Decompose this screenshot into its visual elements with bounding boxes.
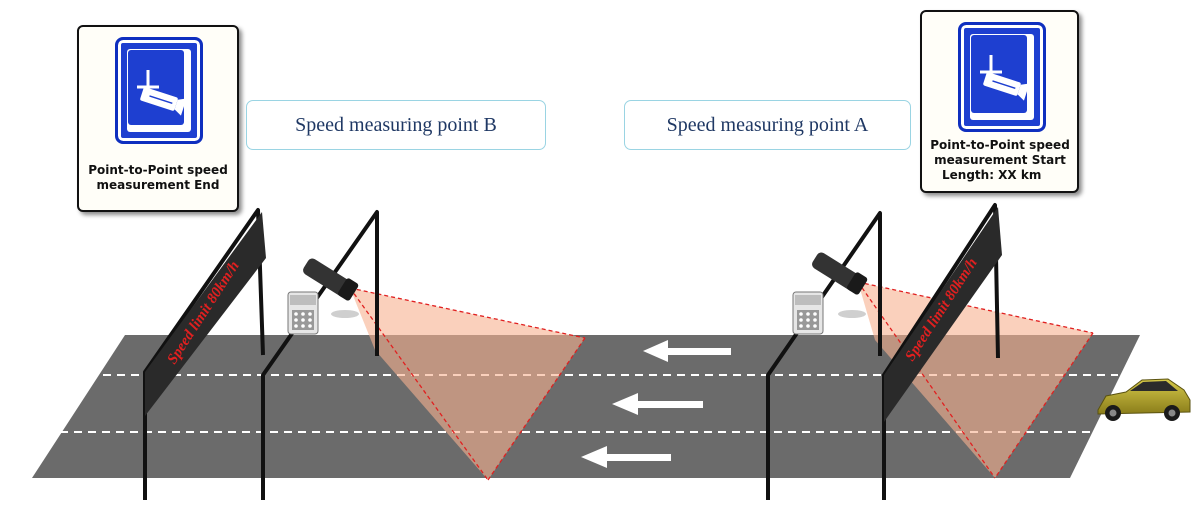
speed-camera-left: [303, 258, 359, 318]
direction-arrow-top: [643, 340, 731, 362]
label-point-a: Speed measuring point A: [624, 100, 911, 150]
road-surface: [32, 335, 1140, 478]
gantry-left-banner: [145, 212, 266, 416]
sign-end-caption: Point-to-Point speed measurement End: [83, 163, 233, 193]
direction-arrow-bottom: [581, 446, 671, 468]
gantry-left-frame: [143, 208, 265, 500]
direction-arrow-middle: [612, 393, 703, 415]
sign-start-line3: Length: XX km: [942, 168, 1042, 182]
detection-edge-b-near: [349, 287, 489, 481]
detection-edge-b-top: [349, 287, 586, 339]
detection-zone-point-b: [350, 288, 585, 480]
flash-unit-left: [287, 291, 319, 335]
flash-unit-right: [792, 291, 824, 335]
label-point-b: Speed measuring point B: [246, 100, 546, 150]
sign-start-line2: measurement Start: [934, 153, 1066, 167]
detection-edge-a-top: [857, 281, 1094, 334]
sign-end-blue-panel: [115, 37, 203, 144]
sign-measurement-start: Point-to-Point speed measurement Start L…: [920, 10, 1079, 193]
sign-end-line1: Point-to-Point speed: [88, 163, 228, 177]
sign-end-line2: measurement End: [96, 178, 220, 192]
detection-edge-b-far: [487, 337, 586, 481]
gantry-right-frame: [882, 203, 1000, 500]
sign-start-blue-panel: [958, 22, 1046, 132]
speed-camera-icon: [971, 35, 1030, 113]
car-icon: [1097, 378, 1191, 421]
speed-camera-icon: [128, 50, 187, 125]
sign-start-line1: Point-to-Point speed: [930, 138, 1070, 152]
camera-pole-left: [261, 210, 379, 500]
detection-edge-a-near: [857, 281, 996, 479]
camera-pole-right: [766, 211, 882, 500]
sign-start-caption: Point-to-Point speed measurement Start L…: [926, 138, 1074, 183]
detection-edge-a-far: [994, 332, 1094, 479]
sign-measurement-end: Point-to-Point speed measurement End: [77, 25, 239, 212]
speed-camera-right: [812, 252, 868, 318]
gantry-right-banner: [884, 207, 1002, 422]
